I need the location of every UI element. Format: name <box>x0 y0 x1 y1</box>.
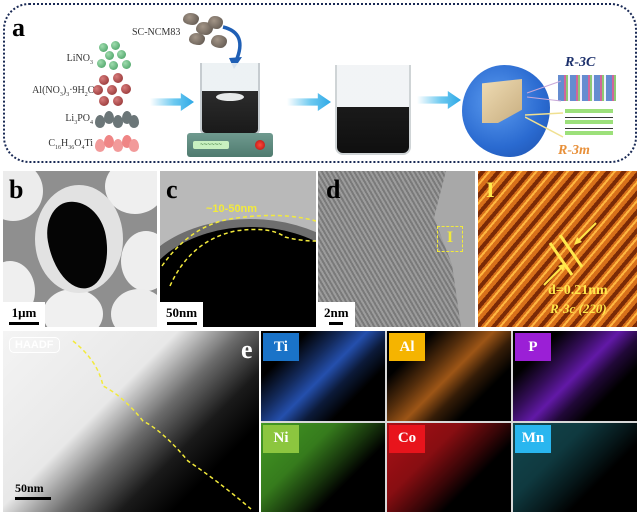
tbot-drops-icon <box>95 135 139 153</box>
phase-label-r3c: R-3C <box>565 55 596 70</box>
haadf-label: HAADF <box>9 337 60 353</box>
eds-map-p: P <box>513 331 637 421</box>
roi-box-I: I <box>437 226 463 252</box>
eds-map-ni: Ni <box>261 422 385 512</box>
eds-map-co: Co <box>387 422 511 512</box>
element-tag-p: P <box>515 333 551 361</box>
reagent-label-li3po4: Li3PO4 <box>65 113 93 126</box>
r3m-structure-icon <box>565 109 613 139</box>
d-spacing-marker-icon <box>543 222 597 286</box>
panel-I-lattice-fringes: I d=0.21nm R-3c (220) <box>478 171 637 327</box>
process-arrow-icon-3 <box>417 91 461 109</box>
panel-letter-a: a <box>12 13 25 42</box>
coating-thickness-annotation: ~10-50nm <box>206 203 258 215</box>
reagent-label-tbot: C16H36O4Ti <box>48 138 93 151</box>
panel-letter-I: I <box>486 177 495 202</box>
panel-e-haadf-image: HAADF e 50nm <box>3 331 259 512</box>
eds-map-ti: Ti <box>261 331 385 421</box>
coated-particle-icon <box>462 65 550 157</box>
panel-c-coating-layer-tem: ~10-50nm c 50nm <box>160 171 316 327</box>
element-tag-mn: Mn <box>515 424 551 453</box>
panel-a-synthesis-schematic: a LiNO3 Al(NO3)3·9H2O Li3PO4 C16H36O4Ti <box>3 3 637 163</box>
roi-label: I <box>446 229 454 246</box>
inset-pointer-lines-icon <box>525 80 564 138</box>
interface-dashed-line <box>72 340 252 510</box>
precursor-label: SC-NCM83 <box>132 27 181 38</box>
lino3-spheres-icon <box>95 41 135 71</box>
aluminum-nitrate-spheres-icon <box>93 73 137 107</box>
stirrer-display: ~~~~~~ <box>193 141 229 149</box>
scale-bar-b: 1μm <box>3 302 45 327</box>
process-arrow-icon-1 <box>150 93 194 111</box>
eds-map-mn: Mn <box>513 422 637 512</box>
panel-letter-b: b <box>9 175 24 204</box>
stirrer-power-button-icon <box>255 140 265 150</box>
r3c-structure-icon <box>558 75 616 101</box>
phase-label-r3m: R-3m <box>558 143 590 158</box>
coating-boundary-dashed-lines <box>161 214 316 287</box>
ncm83-particles-icon <box>183 10 233 52</box>
plane-index-label: R-3c (220) <box>550 301 607 316</box>
eds-map-al: Al <box>387 331 511 421</box>
scale-bar-d: 2nm <box>318 302 355 327</box>
beaker-with-stirring-icon <box>200 63 260 135</box>
reagent-label-aluminum-nitrate: Al(NO3)3·9H2O <box>32 85 95 98</box>
process-arrow-icon-2 <box>287 93 331 111</box>
reagent-label-lino3: LiNO3 <box>66 53 93 66</box>
li3po4-drops-icon <box>95 111 139 129</box>
panel-letter-d: d <box>326 175 341 204</box>
scale-bar-label: 50nm <box>15 481 44 495</box>
scale-bar-e: 50nm <box>15 481 51 500</box>
scale-bar-label: 2nm <box>324 305 349 320</box>
element-tag-al: Al <box>389 333 425 361</box>
beaker-dispersion-icon <box>335 65 411 155</box>
element-tag-co: Co <box>389 424 425 453</box>
panel-letter-c: c <box>166 175 178 204</box>
scale-bar-label: 50nm <box>166 305 198 320</box>
element-tag-ti: Ti <box>263 333 299 361</box>
scale-bar-label: 1μm <box>11 305 37 320</box>
panel-b-tem-overview: b 1μm <box>3 171 157 327</box>
eds-map-grid: Ti Al P Ni Co Mn <box>261 331 637 512</box>
scale-bar-c: 50nm <box>160 302 204 327</box>
panel-d-hrtem: I d 2nm <box>318 171 475 327</box>
element-tag-ni: Ni <box>263 424 299 453</box>
magnetic-stirrer-icon: ~~~~~~ <box>187 133 273 157</box>
d-spacing-label: d=0.21nm <box>548 283 608 298</box>
panel-letter-e: e <box>241 335 253 364</box>
